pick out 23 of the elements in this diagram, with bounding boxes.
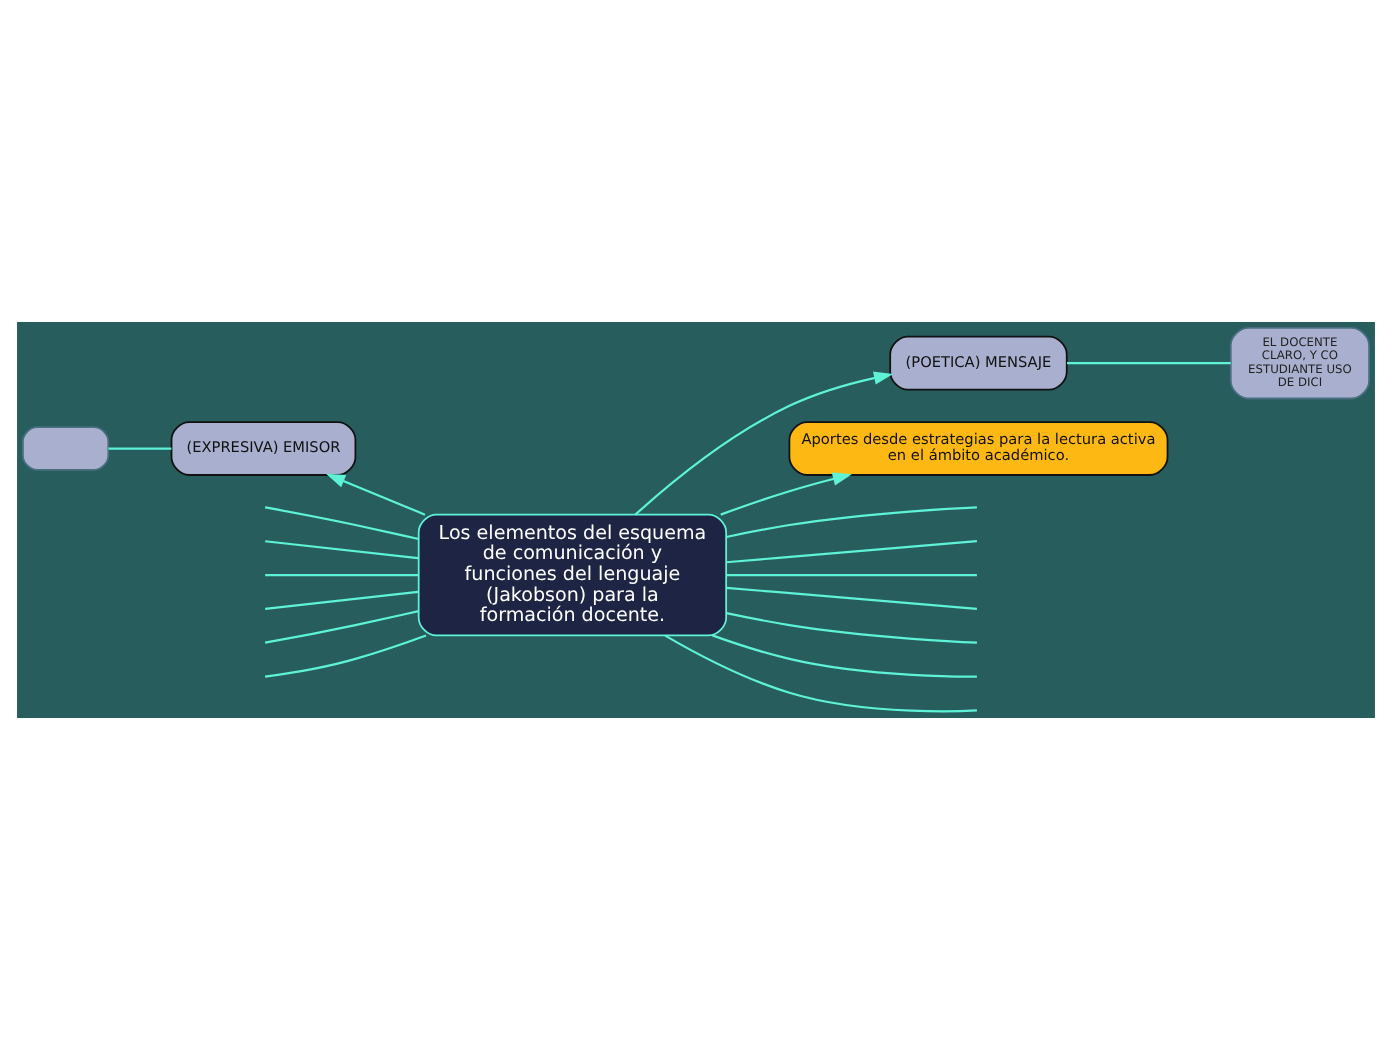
connector bbox=[265, 590, 419, 610]
connector bbox=[1067, 362, 1231, 365]
arrow bbox=[634, 371, 894, 516]
connector bbox=[712, 634, 977, 678]
connector bbox=[726, 506, 977, 539]
connector bbox=[265, 573, 419, 577]
node-box bbox=[22, 426, 110, 471]
node-box: (POETICA) MENSAJE bbox=[889, 335, 1068, 391]
arrow bbox=[326, 473, 426, 516]
connector bbox=[726, 573, 977, 577]
connector bbox=[265, 540, 419, 560]
connector bbox=[726, 540, 977, 564]
connector bbox=[664, 634, 977, 713]
connector bbox=[264, 634, 427, 678]
connector bbox=[726, 612, 977, 644]
node-box: Los elementos del esquema de comunicación y funciones del lenguaje (Jakobson) para la formación docente. bbox=[417, 513, 728, 637]
connector bbox=[108, 447, 172, 450]
node-box: (EXPRESIVA) EMISOR bbox=[170, 421, 357, 476]
connector bbox=[264, 610, 419, 644]
connector bbox=[726, 586, 977, 610]
arrow bbox=[720, 472, 852, 516]
connector bbox=[264, 506, 419, 541]
node-box: Aportes desde estrategias para la lectura activa en el ámbito académico. bbox=[788, 421, 1169, 476]
